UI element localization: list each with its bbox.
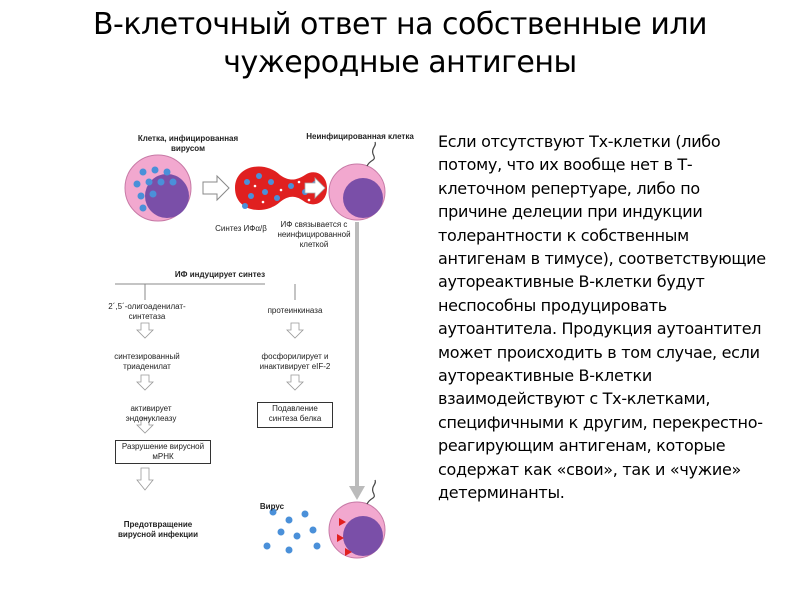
uninfected-cell [328, 141, 386, 221]
arrow-right-icon [202, 174, 230, 202]
body-text: Если отсутствуют Тх-клетки (либо потому,… [438, 132, 766, 503]
destruction-box: Разрушение вирусной мРНК [115, 440, 211, 464]
synthesis-label: Синтез ИФα/β [215, 224, 267, 233]
triadenylate-label: синтезированный триаденилат [114, 352, 180, 371]
arrow-down-icon [286, 374, 304, 391]
oligoadenylate-label: 2´,5´-олигоаденилат-синтетаза [108, 302, 186, 321]
arrow-down-icon [136, 374, 154, 391]
activates-label: активирует эндонуклеазу [125, 404, 177, 423]
protected-cell [328, 479, 386, 559]
protein-kinase-label: протеинкиназа [267, 306, 323, 315]
interferon-cell [235, 166, 327, 211]
if-induces-label: ИФ индуцирует синтез [174, 270, 266, 279]
suppression-box: Подавление синтеза белка [257, 402, 333, 428]
title-line-2: чужеродные антигены [223, 45, 577, 80]
if-binds-label: ИФ связывается с неинфицированной клетко… [277, 220, 351, 249]
arrow-down-icon [136, 467, 154, 491]
viruses [263, 508, 321, 554]
infected-cell-label: Клетка, инфицированная вирусом [137, 134, 239, 153]
interferon-diagram: Клетка, инфицированная вирусом Неинфицир… [105, 120, 425, 580]
arrow-right-icon [304, 177, 326, 199]
phosphorylates-label: фосфорилирует и инактивирует eIF-2 [259, 352, 331, 371]
arrow-down-icon [349, 486, 365, 500]
slide-title: В-клеточный ответ на собственные или чуж… [0, 6, 800, 82]
arrow-down-icon [136, 417, 154, 434]
infected-cell [124, 154, 192, 222]
title-line-1: В-клеточный ответ на собственные или [92, 7, 708, 42]
arrow-down-icon [286, 322, 304, 339]
prevention-label: Предотвращение вирусной инфекции [117, 520, 199, 539]
arrow-down-icon [136, 322, 154, 339]
virus-label: Вирус [259, 502, 285, 511]
uninfected-cell-label: Неинфицированная клетка [306, 132, 414, 141]
diagram-graphics [115, 141, 386, 559]
